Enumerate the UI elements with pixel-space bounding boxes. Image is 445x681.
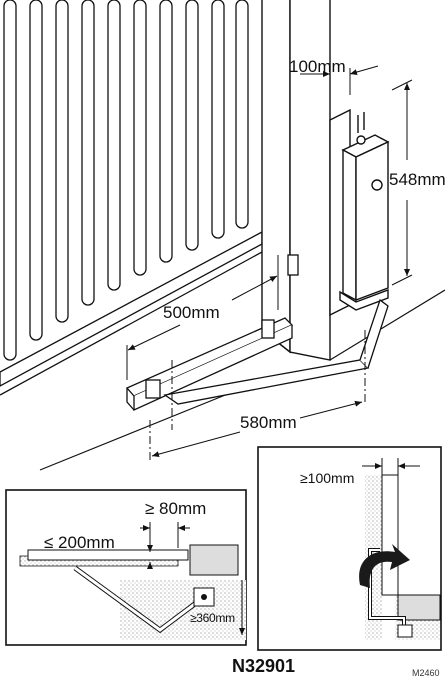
wall-outline: [39, 289, 445, 471]
dimension-label-100: 100mm: [289, 57, 346, 76]
inset-right-label-100: ≥100mm: [300, 470, 355, 486]
dimension-lines: [126, 65, 413, 462]
inset-right-panel: [257, 446, 442, 651]
inset-left-label-360: ≥360mm: [190, 611, 235, 625]
pillar: [261, 0, 331, 361]
inset-left-label-80: ≥ 80mm: [145, 499, 207, 518]
gate-bars: [3, 0, 249, 361]
figure-reference: M2460: [412, 668, 440, 678]
dimension-label-500: 500mm: [163, 303, 220, 322]
inset-left-panel: [5, 489, 247, 646]
dimension-label-580: 580mm: [240, 413, 297, 432]
inset-left-label-200: ≤ 200mm: [44, 533, 115, 552]
model-code: N32901: [232, 656, 296, 676]
motor-housing: [329, 108, 390, 317]
dimension-label-548: 548mm: [389, 170, 445, 189]
curved-arrow-icon: [359, 544, 410, 588]
arm-mechanism: [125, 254, 389, 412]
